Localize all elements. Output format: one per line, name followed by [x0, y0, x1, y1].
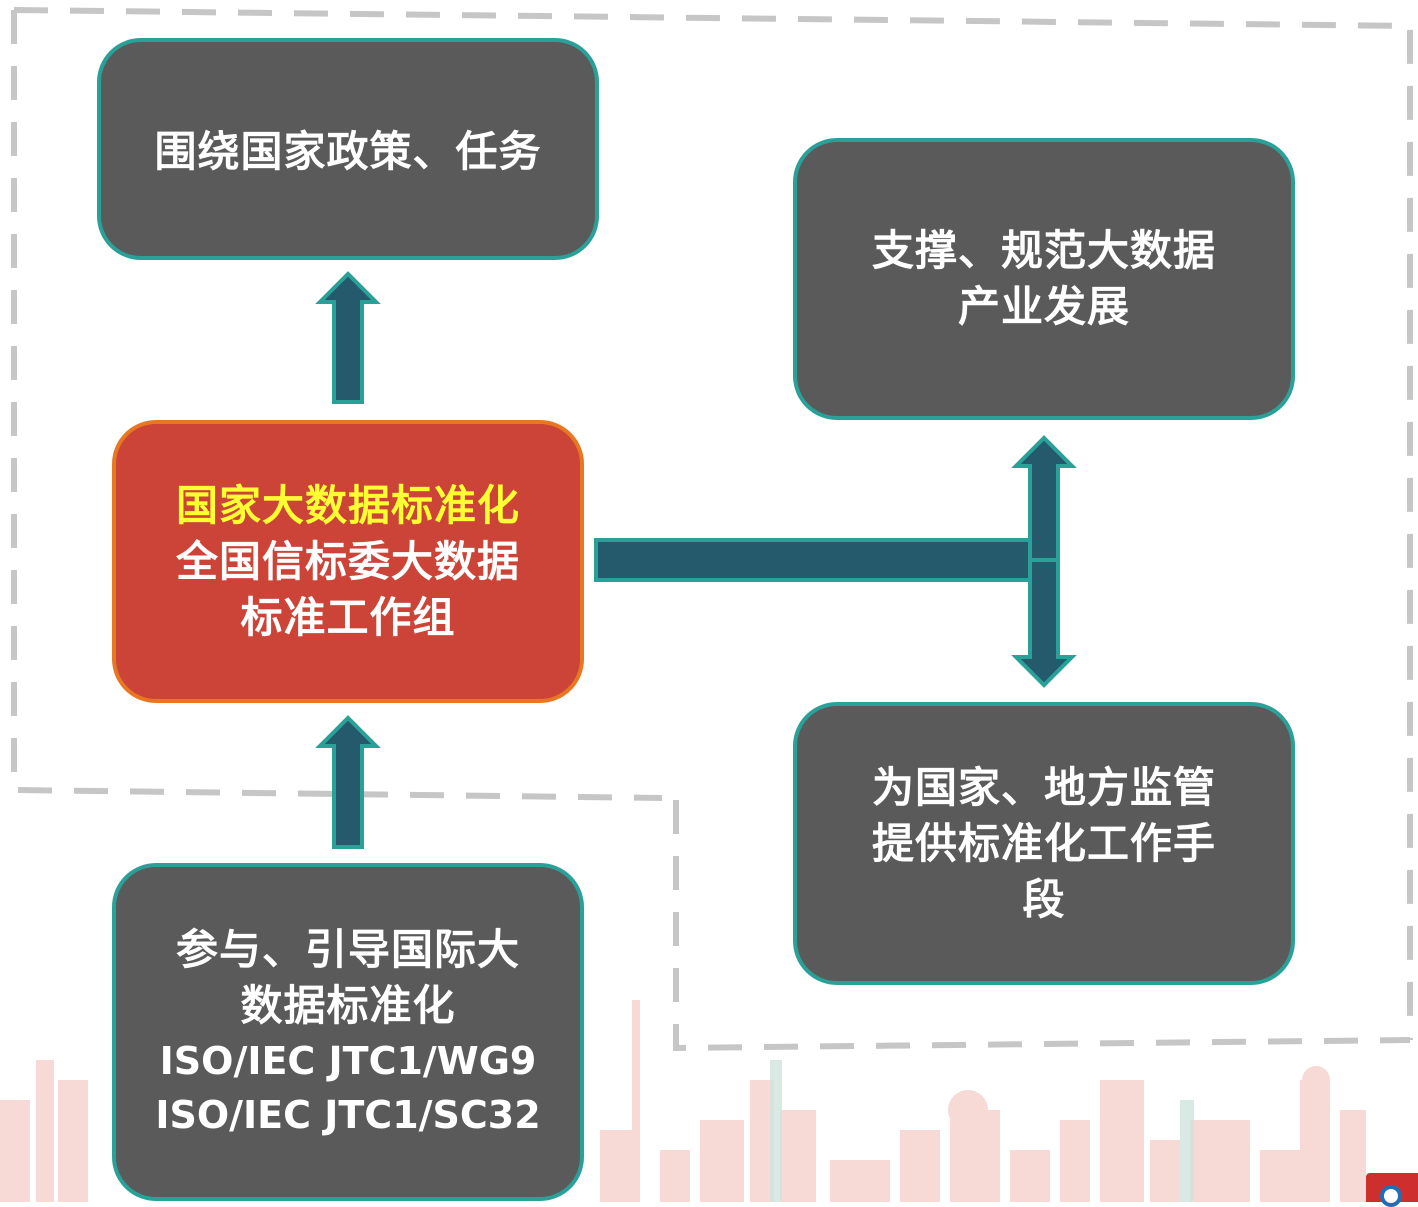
dashed-boundary-lower [673, 800, 1411, 1052]
regulation-means-line2: 提供标准化工作手 [871, 818, 1216, 868]
connector-bar-horizontal [594, 538, 1056, 582]
committee-name-line1: 全国信标委大数据 [175, 536, 520, 586]
arrow-up-from-international [315, 715, 381, 849]
industry-support-line1: 支撑、规范大数据 [871, 226, 1216, 275]
dashed-boundary-upper [11, 7, 1413, 1040]
regulation-means-box: 为国家、地方监管 提供标准化工作手 段 [793, 702, 1295, 985]
iso-wg9-label: ISO/IEC JTC1/WG9 [159, 1039, 537, 1083]
national-standardization-box: 国家大数据标准化 全国信标委大数据 标准工作组 [112, 420, 584, 703]
policy-task-text: 围绕国家政策、任务 [154, 127, 542, 176]
policy-task-box: 围绕国家政策、任务 [97, 38, 599, 260]
iso-sc32-label: ISO/IEC JTC1/SC32 [155, 1093, 541, 1137]
international-line1: 参与、引导国际大 [175, 925, 520, 974]
regulation-means-line1: 为国家、地方监管 [871, 762, 1216, 812]
industry-support-box: 支撑、规范大数据 产业发展 [793, 138, 1295, 420]
international-line2: 数据标准化 [240, 981, 456, 1030]
arrow-up-to-policy [315, 271, 381, 404]
standardization-title: 国家大数据标准化 [175, 480, 520, 530]
international-standardization-box: 参与、引导国际大 数据标准化 ISO/IEC JTC1/WG9 ISO/IEC … [112, 863, 584, 1201]
industry-support-line2: 产业发展 [957, 282, 1130, 331]
committee-name-line2: 标准工作组 [240, 592, 456, 642]
corner-logo-icon [1366, 1173, 1418, 1207]
regulation-means-line3: 段 [1022, 874, 1066, 924]
